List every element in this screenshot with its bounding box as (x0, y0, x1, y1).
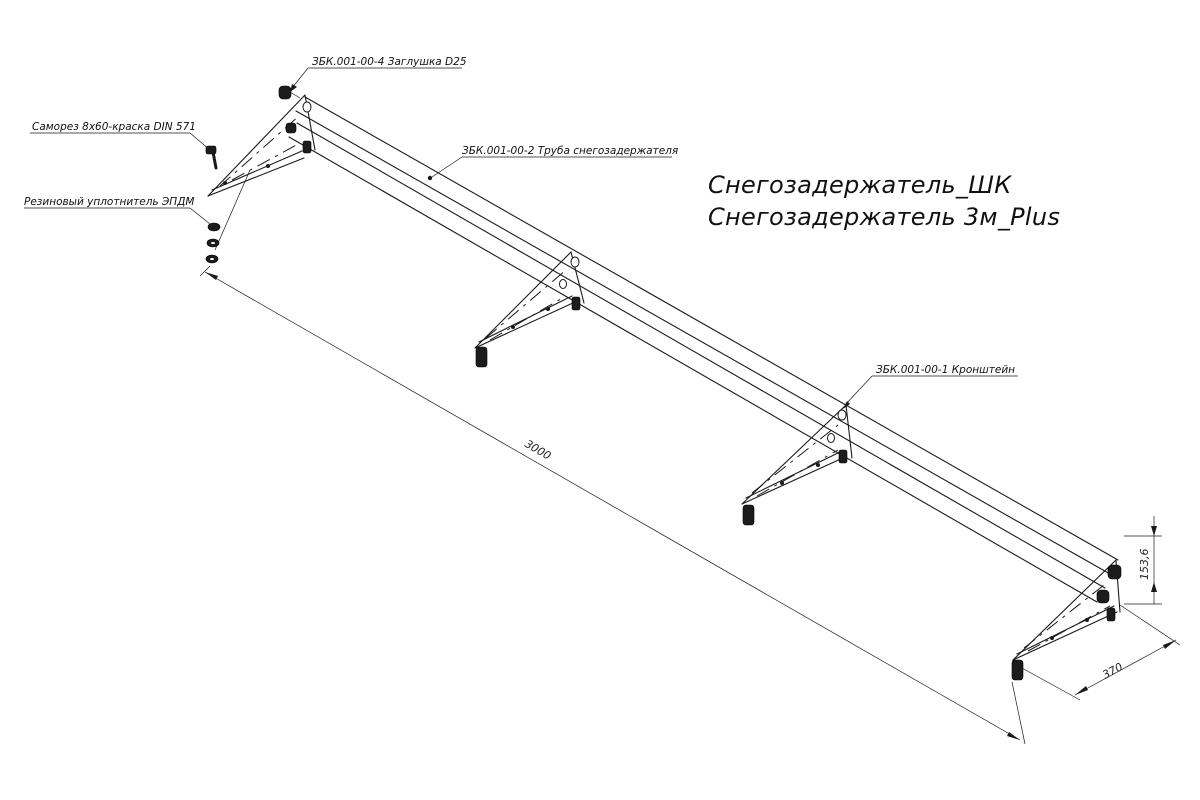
bracket-4 (1011, 559, 1122, 681)
dimension-depth-label: 370 (1100, 660, 1125, 681)
callout-bracket: ЗБК.001-00-1 Кронштейн (876, 364, 1015, 376)
snow-guard-tubes (288, 96, 1119, 603)
dimension-height-label: 153,6 (1138, 549, 1151, 581)
callout-plug: ЗБК.001-00-4 Заглушка D25 (312, 56, 467, 68)
drawing-title-line-2: Снегозадержатель 3м_Plus (708, 203, 1060, 231)
dimension-height: 153,6 (1124, 516, 1162, 605)
callout-screw: Саморез 8х60-краска DIN 571 (32, 121, 196, 133)
callout-tube: ЗБК.001-00-2 Труба снегозадержателя (462, 145, 678, 157)
callout-seal: Резиновый уплотнитель ЭПДМ (24, 196, 194, 208)
end-plug (278, 85, 301, 100)
dimension-length-label: 3000 (523, 437, 554, 462)
bracket-1 (207, 94, 316, 251)
bracket-2 (474, 251, 585, 368)
roof-screw (205, 145, 218, 170)
callout-leaders (24, 67, 1018, 409)
drawing-title-line-1: Снегозадержатель_ШК (708, 171, 1012, 199)
dimension-length: 3000 (199, 265, 1026, 745)
bracket-3 (741, 404, 853, 526)
rubber-seals (205, 222, 221, 264)
